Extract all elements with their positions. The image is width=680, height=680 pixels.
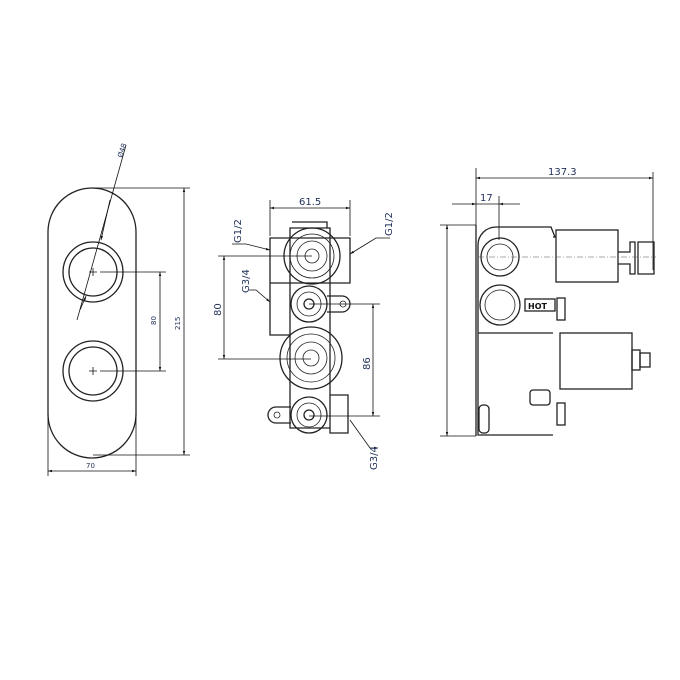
rear-view: 61.5 80 86 G1/2 G1/2 G3/4 G3/4 [213,197,395,470]
mid-thread-label: G3/4 [241,269,252,293]
hot-label: HOT [528,302,547,311]
diameter-label: Ø48 [116,142,128,158]
front-view: 80 215 70 Ø48 [47,142,190,476]
top-right-thread-label: G1/2 [384,212,395,236]
hot-badge [524,298,556,312]
cartridge-housing [559,332,633,390]
side-view: HOT 137.3 17 [440,167,656,437]
diverter-housing [555,229,619,283]
mount-lug-left [267,406,291,424]
height-label: 215 [174,317,182,330]
side-nut-top [556,297,566,321]
right-spacing-label: 86 [362,357,373,370]
valve-body-side [477,226,556,436]
spacing-label: 80 [150,316,158,325]
cartridge-stem [631,349,641,371]
depth-label: 137.3 [548,167,577,178]
diameter-leader [76,144,127,321]
offset-label: 17 [480,193,493,204]
bottom-inlet [290,396,328,434]
cover-plate [47,187,137,459]
cartridge-spline [639,352,651,368]
left-spacing-label: 80 [213,303,224,316]
width-label: 70 [86,462,95,470]
diverter-spindle [618,241,655,275]
lower-port [479,284,521,326]
bottom-thread-label: G3/4 [369,446,380,470]
top-left-thread-label: G1/2 [233,219,244,243]
main-cartridge [279,326,343,390]
side-nut-bottom [556,402,566,426]
width-label: 61.5 [299,197,321,208]
